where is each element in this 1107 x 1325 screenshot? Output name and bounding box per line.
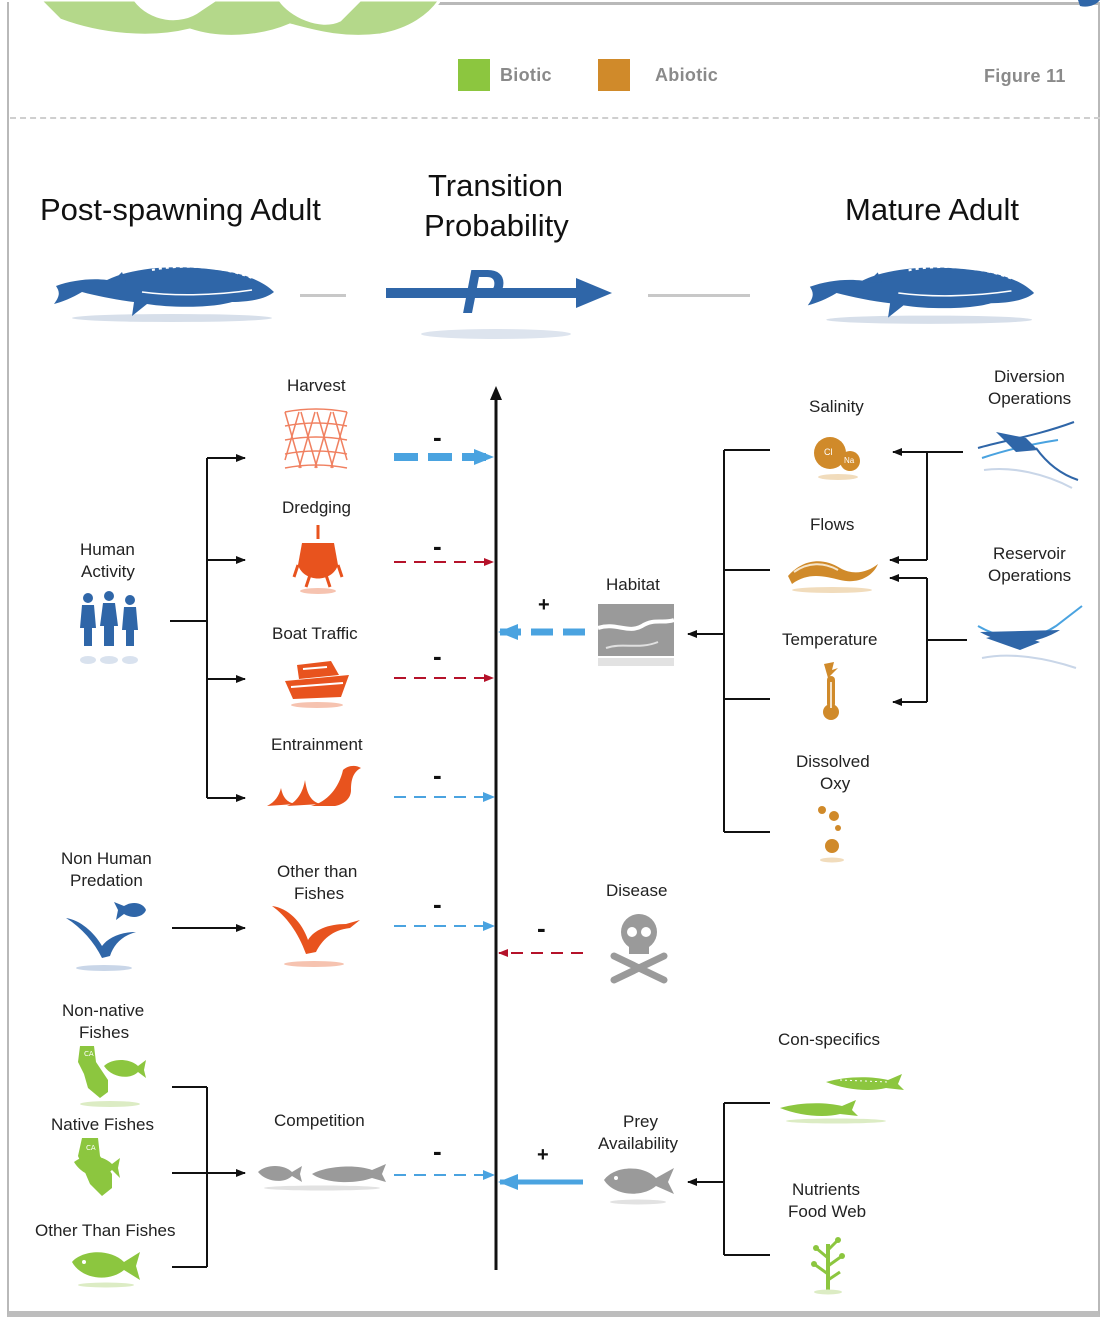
label-diversion-2: Operations bbox=[988, 389, 1072, 408]
label-non-native-fishes-2: Fishes bbox=[79, 1023, 130, 1042]
habitat-icon bbox=[598, 604, 674, 666]
label-non-human-predation-2: Predation bbox=[70, 871, 143, 890]
temperature-thermometer-icon bbox=[823, 662, 839, 720]
label-human-activity-1: Human bbox=[80, 540, 135, 559]
connector-left bbox=[300, 294, 346, 297]
sign-dredging: - bbox=[433, 531, 442, 561]
con-specifics-sturgeon-icon bbox=[780, 1074, 904, 1124]
harvest-net-icon bbox=[284, 408, 348, 469]
label-other-than-fishes: Other Than Fishes bbox=[35, 1221, 176, 1240]
connector-right bbox=[648, 294, 750, 297]
legend-abiotic-swatch bbox=[598, 59, 630, 91]
sign-disease: - bbox=[537, 913, 546, 943]
label-nutrients-1: Nutrients bbox=[792, 1180, 861, 1199]
label-non-native-fishes-1: Non-native bbox=[62, 1001, 145, 1020]
legend-abiotic-label: Abiotic bbox=[655, 65, 719, 85]
sign-predation: - bbox=[433, 889, 442, 919]
label-habitat: Habitat bbox=[606, 575, 660, 594]
sign-entrainment: - bbox=[433, 760, 442, 790]
disease-skull-icon bbox=[610, 914, 668, 984]
label-prey-2: Availability bbox=[598, 1134, 679, 1153]
figure-number: Figure 11 bbox=[984, 66, 1066, 86]
label-temperature: Temperature bbox=[782, 630, 878, 649]
competition-fishes-icon bbox=[258, 1164, 386, 1191]
salinity-icon bbox=[814, 437, 860, 480]
stage-center-title-1: Transition bbox=[428, 168, 563, 203]
transition-arrow-icon bbox=[386, 278, 612, 339]
dissolved-oxygen-bubbles-icon bbox=[818, 806, 844, 863]
top-border bbox=[430, 2, 1100, 5]
other-than-fishes-bird-icon bbox=[272, 906, 360, 967]
label-flows: Flows bbox=[810, 515, 855, 534]
flows-icon bbox=[788, 561, 878, 593]
label-reservoir-2: Operations bbox=[988, 566, 1072, 585]
label-entrainment: Entrainment bbox=[271, 735, 363, 754]
predation-bird-fish-icon bbox=[66, 902, 146, 971]
prey-fish-icon bbox=[604, 1168, 674, 1205]
label-con-specifics: Con-specifics bbox=[778, 1030, 881, 1049]
sign-prey: + bbox=[537, 1144, 549, 1166]
label-competition: Competition bbox=[274, 1111, 365, 1130]
header-separator bbox=[10, 117, 1100, 119]
label-disease: Disease bbox=[606, 881, 668, 900]
label-native-fishes: Native Fishes bbox=[51, 1115, 154, 1134]
reservoir-operations-icon bbox=[977, 605, 1083, 669]
label-dissolved-2: Oxy bbox=[820, 774, 851, 793]
nutrients-plant-icon bbox=[811, 1237, 845, 1295]
stage-right-title: Mature Adult bbox=[845, 192, 1020, 227]
human-activity-icon bbox=[80, 591, 138, 664]
label-human-activity-2: Activity bbox=[81, 562, 135, 581]
label-other-than-fishes-pred-2: Fishes bbox=[294, 884, 345, 903]
label-other-than-fishes-pred-1: Other than bbox=[277, 862, 358, 881]
salinity-na-label: Na bbox=[844, 456, 855, 465]
stage-center-title-2: Probability bbox=[424, 208, 569, 243]
native-fishes-icon: CA bbox=[74, 1138, 120, 1196]
svg-text:CA: CA bbox=[84, 1050, 94, 1058]
legend-biotic-label: Biotic bbox=[500, 65, 552, 85]
stage-left-title: Post-spawning Adult bbox=[40, 192, 321, 227]
label-prey-1: Prey bbox=[623, 1112, 658, 1131]
label-boat-traffic: Boat Traffic bbox=[272, 624, 358, 643]
sign-harvest: - bbox=[433, 422, 442, 452]
label-non-human-predation-1: Non Human bbox=[61, 849, 152, 868]
other-than-fishes-icon bbox=[72, 1252, 140, 1288]
label-salinity: Salinity bbox=[809, 397, 864, 416]
header-logo-icon bbox=[40, 0, 440, 38]
entrainment-wave-icon bbox=[267, 765, 361, 806]
svg-text:CA: CA bbox=[86, 1144, 96, 1152]
sturgeon-right-icon bbox=[807, 265, 1035, 324]
sign-habitat: + bbox=[538, 594, 550, 616]
header-corner-icon bbox=[1078, 0, 1100, 7]
diversion-operations-icon bbox=[977, 421, 1079, 489]
sign-competition: - bbox=[433, 1136, 442, 1166]
sturgeon-left-icon bbox=[54, 265, 274, 322]
non-native-fishes-icon: CA bbox=[78, 1046, 146, 1107]
label-diversion-1: Diversion bbox=[994, 367, 1065, 386]
transition-p-symbol: P bbox=[462, 258, 504, 327]
dredging-bucket-icon bbox=[292, 525, 344, 594]
label-dissolved-1: Dissolved bbox=[796, 752, 870, 771]
figure-frame bbox=[7, 2, 1100, 1317]
label-reservoir-1: Reservoir bbox=[993, 544, 1066, 563]
label-nutrients-2: Food Web bbox=[788, 1202, 867, 1221]
sign-boat-traffic: - bbox=[433, 641, 442, 671]
salinity-cl-label: Cl bbox=[824, 447, 833, 457]
boat-icon bbox=[285, 661, 349, 708]
legend-biotic-swatch bbox=[458, 59, 490, 91]
label-harvest: Harvest bbox=[287, 376, 346, 395]
label-dredging: Dredging bbox=[282, 498, 351, 517]
